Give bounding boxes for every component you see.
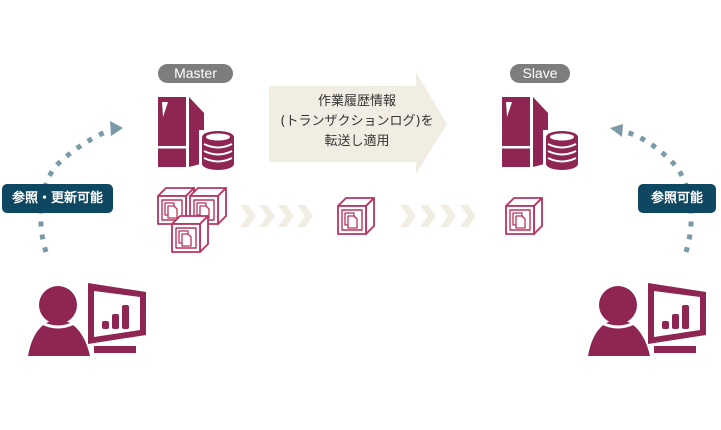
user-workstation-icon: [26, 281, 148, 358]
transfer-line: (トランザクションログ)を: [280, 114, 434, 129]
dotted-arrow-left: [38, 121, 123, 253]
chevron-arrows-right: [400, 205, 476, 227]
master-server-icon: [157, 96, 238, 171]
read-only-badge: 参照可能: [638, 184, 716, 213]
read-write-badge: 参照・更新可能: [2, 184, 113, 213]
transfer-line: 転送し適用: [324, 134, 390, 149]
slave-server-icon: [501, 96, 582, 171]
log-cube-icon: [337, 197, 375, 235]
dotted-arrow-right: [610, 124, 694, 253]
log-cube-icon: [171, 215, 209, 253]
slave-label: Slave: [510, 64, 570, 83]
user-workstation-icon: [586, 281, 708, 358]
transfer-line: 作業履歴情報: [317, 94, 396, 109]
transfer-description: 作業履歴情報 (トランザクションログ)を 転送し適用: [272, 92, 442, 152]
log-cube-icon: [505, 197, 543, 235]
master-label: Master: [158, 64, 233, 83]
chevron-arrows-left: [240, 205, 313, 227]
transfer-arrow-shape: [269, 72, 447, 174]
